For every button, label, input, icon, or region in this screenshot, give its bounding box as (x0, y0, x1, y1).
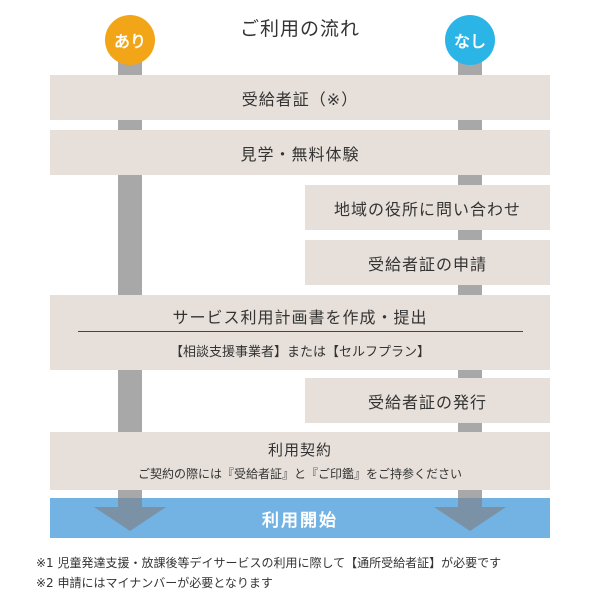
footnote-1: ※1 児童発達支援・放課後等デイサービスの利用に際して【通所受給者証】が必要です (36, 556, 502, 570)
footnote-2: ※2 申請にはマイナンバーが必要となります (36, 576, 273, 590)
start-of-use-banner: 利用開始 (50, 498, 550, 538)
start-label: 利用開始 (262, 510, 338, 531)
step-contract: 利用契約 ご契約の際には『受給者証』と『ご印鑑』をご持参ください (50, 432, 550, 490)
step-label: 見学・無料体験 (240, 144, 360, 164)
step-service-plan: サービス利用計画書を作成・提出 【相談支援事業者】または【セルフプラン】 (50, 295, 550, 370)
step-visit-trial: 見学・無料体験 (50, 130, 550, 175)
step-sublabel: ご契約の際には『受給者証』と『ご印鑑』をご持参ください (137, 467, 462, 481)
step-label: 受給者証（※） (241, 89, 359, 109)
step-sublabel: 【相談支援事業者】または【セルフプラン】 (169, 345, 430, 360)
step-label: 受給者証の申請 (367, 254, 487, 274)
step-label: 地域の役所に問い合わせ (333, 199, 521, 219)
step-label: サービス利用計画書を作成・提出 (172, 308, 428, 327)
step-contact-office: 地域の役所に問い合わせ (305, 185, 550, 230)
branch-no-badge: なし (445, 15, 495, 65)
step-certificate: 受給者証（※） (50, 75, 550, 120)
step-label: 受給者証の発行 (367, 392, 487, 412)
step-apply-certificate: 受給者証の申請 (305, 240, 550, 285)
step-label: 利用契約 (267, 441, 332, 459)
step-issue-certificate: 受給者証の発行 (305, 378, 550, 423)
step-divider (78, 331, 523, 332)
branch-yes-badge: あり (105, 15, 155, 65)
page-title: ご利用の流れ (239, 18, 360, 40)
